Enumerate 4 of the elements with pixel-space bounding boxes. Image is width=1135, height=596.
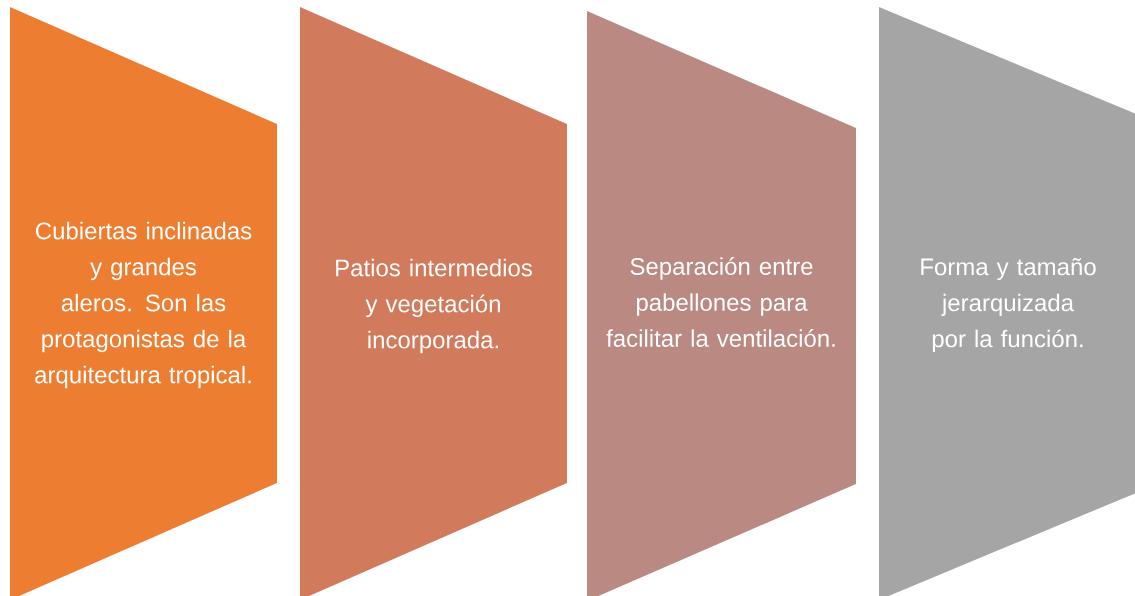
chevron-step: Patios intermedios y vegetación incorporada. (300, 7, 567, 596)
chevron-step: Cubiertas inclinadas y grandes aleros. Son las protagonistas de la arquitectura tropical. (10, 7, 277, 596)
chevron-step: Separación entre pabellones para facilitar la ventilación. (587, 11, 856, 596)
chevron-step: Forma y tamaño jerarquizada por la función. (879, 7, 1135, 596)
